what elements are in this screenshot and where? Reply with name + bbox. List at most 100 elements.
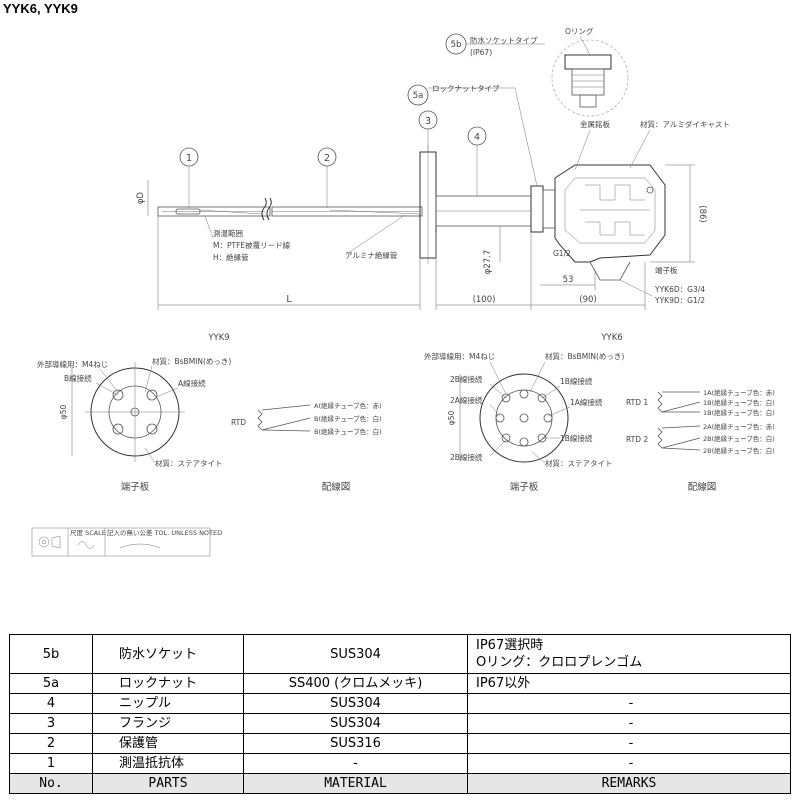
yyk9-a-terminal: A線接続 bbox=[178, 378, 206, 388]
header-remarks: REMARKS bbox=[467, 773, 791, 794]
dim-100: (100) bbox=[473, 295, 496, 305]
cell-part: ロックナット bbox=[92, 673, 244, 694]
cell-part: 保護管 bbox=[92, 733, 244, 754]
cell-remarks: IP67以外 bbox=[467, 673, 791, 694]
cell-remarks: IP67選択時 Oリング：クロロプレンゴム bbox=[467, 634, 791, 674]
sensor-element bbox=[157, 206, 271, 217]
yyk6-wiring-caption: 配線図 bbox=[688, 481, 717, 493]
header-parts: PARTS bbox=[92, 773, 244, 794]
yyk9-dim-50: φ50 bbox=[59, 405, 68, 420]
label-metal-nameplate: 金属銘板 bbox=[580, 119, 610, 129]
yyk6-material-steatite: 材質：ステアタイト bbox=[545, 458, 613, 468]
label-material-aluminum: 材質：アルミダイキャスト bbox=[640, 119, 730, 129]
cell-part: 防水ソケット bbox=[92, 634, 244, 674]
table-row: 4 ニップル SUS304 - bbox=[9, 693, 791, 714]
yyk6-wiring-diagram bbox=[657, 391, 701, 451]
cell-no: 4 bbox=[9, 693, 93, 714]
callout-3: 3 bbox=[418, 110, 438, 152]
yyk9-wiring-caption: 配線図 bbox=[322, 481, 351, 493]
yyk9-wire-2: B(絶縁チューブ色：白) bbox=[314, 414, 382, 423]
svg-text:1: 1 bbox=[186, 153, 192, 164]
yyk9-rtd: RTD bbox=[231, 418, 246, 427]
cell-material: - bbox=[243, 753, 468, 774]
yyk9-ext-conductor: 外部導線用：M4ねじ bbox=[37, 359, 108, 369]
yyk6-ext-conductor: 外部導線用：M4ねじ bbox=[424, 351, 495, 361]
lock-nut bbox=[530, 185, 544, 233]
callout-5b: 5b bbox=[445, 33, 545, 55]
cell-remarks: - bbox=[467, 733, 791, 754]
yyk9-title: YYK9 bbox=[207, 333, 229, 343]
yyk9-terminal-caption: 端子板 bbox=[121, 481, 150, 493]
dimension-lines bbox=[147, 164, 695, 310]
cell-part: フランジ bbox=[92, 713, 244, 734]
yyk6-wire1-1: 1A(絶縁チューブ色：赤) bbox=[703, 388, 775, 397]
svg-text:5a: 5a bbox=[413, 91, 424, 101]
yyk9-wiring-diagram bbox=[257, 404, 311, 432]
callout-5a: 5a bbox=[407, 84, 538, 187]
dim-27-7: φ27.7 bbox=[483, 250, 493, 275]
yyk9-terminal-board bbox=[71, 362, 185, 462]
waterproof-socket-detail bbox=[551, 39, 629, 117]
callout-4: 4 bbox=[467, 126, 487, 196]
yyk6-1b: 1B線接続 bbox=[560, 376, 593, 386]
yyk6-terminal-caption: 端子板 bbox=[510, 481, 539, 493]
technical-drawing: 1 2 3 4 5a 5b 防水ソケットタイプ (IP67) Oリング ロックナ… bbox=[31, 26, 775, 557]
table-row: 5b 防水ソケット SUS304 IP67選択時 Oリング：クロロプレンゴム bbox=[9, 634, 791, 674]
yyk6-rtd1: RTD 1 bbox=[626, 398, 648, 407]
label-terminal-board: 端子板 bbox=[655, 265, 678, 275]
yyk6-1b-2: 1B線接続 bbox=[560, 433, 593, 443]
label-waterproof-socket: 防水ソケットタイプ bbox=[470, 35, 538, 45]
title-block bbox=[31, 527, 211, 557]
yyk9-wire-3: B(絶縁チューブ色：白) bbox=[314, 427, 382, 436]
svg-text:5b: 5b bbox=[451, 40, 462, 50]
label-range-h: H：絶縁管 bbox=[213, 252, 249, 262]
cell-remarks: - bbox=[467, 713, 791, 734]
yyk9-material-steatite: 材質：ステアタイト bbox=[155, 458, 223, 468]
label-range-m: M：PTFE被覆リード線 bbox=[213, 240, 291, 250]
yyk6-2a: 2A線接続 bbox=[450, 395, 483, 405]
label-yyk6d: YYK6D：G3/4 bbox=[654, 285, 705, 294]
protection-tube bbox=[271, 206, 423, 217]
yyk6-wire2-3: 2B(絶縁チューブ色：白) bbox=[703, 446, 775, 455]
yyk9-material-bsbm: 材質：BsBMIN(めっき) bbox=[152, 356, 231, 366]
cell-material: SS400 (クロムメッキ) bbox=[243, 673, 468, 694]
cell-remarks: - bbox=[467, 693, 791, 714]
yyk6-title: YYK6 bbox=[600, 333, 622, 343]
yyk6-wire1-2: 1B(絶縁チューブ色：白) bbox=[703, 398, 775, 407]
remarks-line-1: IP67選択時 bbox=[476, 638, 544, 653]
cell-material: SUS304 bbox=[243, 634, 468, 674]
label-ip67: (IP67) bbox=[470, 48, 492, 57]
yyk6-wire1-3: 1B(絶縁チューブ色：白) bbox=[703, 408, 775, 417]
cell-no: 3 bbox=[9, 713, 93, 734]
yyk6-wire2-1: 2A(絶縁チューブ色：赤) bbox=[703, 422, 775, 431]
parts-table: 5b 防水ソケット SUS304 IP67選択時 Oリング：クロロプレンゴム 5… bbox=[9, 634, 791, 794]
cell-no: 5b bbox=[9, 634, 93, 674]
label-o-ring: Oリング bbox=[565, 26, 594, 36]
title-block-notes: 記入の無い公差 TOL. UNLESS NOTED bbox=[107, 528, 222, 537]
header-material: MATERIAL bbox=[243, 773, 468, 794]
svg-text:3: 3 bbox=[425, 116, 431, 127]
label-alumina: アルミナ絶縁管 bbox=[345, 250, 398, 260]
yyk6-rtd2: RTD 2 bbox=[626, 435, 648, 444]
header-no: No. bbox=[9, 773, 93, 794]
table-header-row: No. PARTS MATERIAL REMARKS bbox=[9, 773, 791, 794]
table-row: 2 保護管 SUS316 - bbox=[9, 733, 791, 754]
label-lock-nut-type: ロックナットタイプ bbox=[432, 84, 500, 93]
cell-no: 1 bbox=[9, 753, 93, 774]
callout-2: 2 bbox=[317, 147, 337, 208]
table-row: 1 測温抵抗体 - - bbox=[9, 753, 791, 774]
cell-material: SUS316 bbox=[243, 733, 468, 754]
dim-d: φD bbox=[136, 191, 146, 204]
label-thread: G1/2 bbox=[553, 249, 571, 258]
label-yyk9d: YYK9D：G1/2 bbox=[654, 296, 705, 305]
cell-remarks: - bbox=[467, 753, 791, 774]
cell-material: SUS304 bbox=[243, 693, 468, 714]
break-mark-1 bbox=[261, 197, 267, 221]
svg-text:2: 2 bbox=[324, 153, 330, 164]
yyk6-wire2-2: 2B(絶縁チューブ色：白) bbox=[703, 434, 775, 443]
cell-no: 5a bbox=[9, 673, 93, 694]
yyk6-1a: 1A線接続 bbox=[570, 397, 603, 407]
dim-90: (90) bbox=[579, 295, 596, 305]
yyk6-material-bsbm: 材質：BsBMIN(めっき) bbox=[545, 351, 624, 361]
table-row: 5a ロックナット SS400 (クロムメッキ) IP67以外 bbox=[9, 673, 791, 694]
